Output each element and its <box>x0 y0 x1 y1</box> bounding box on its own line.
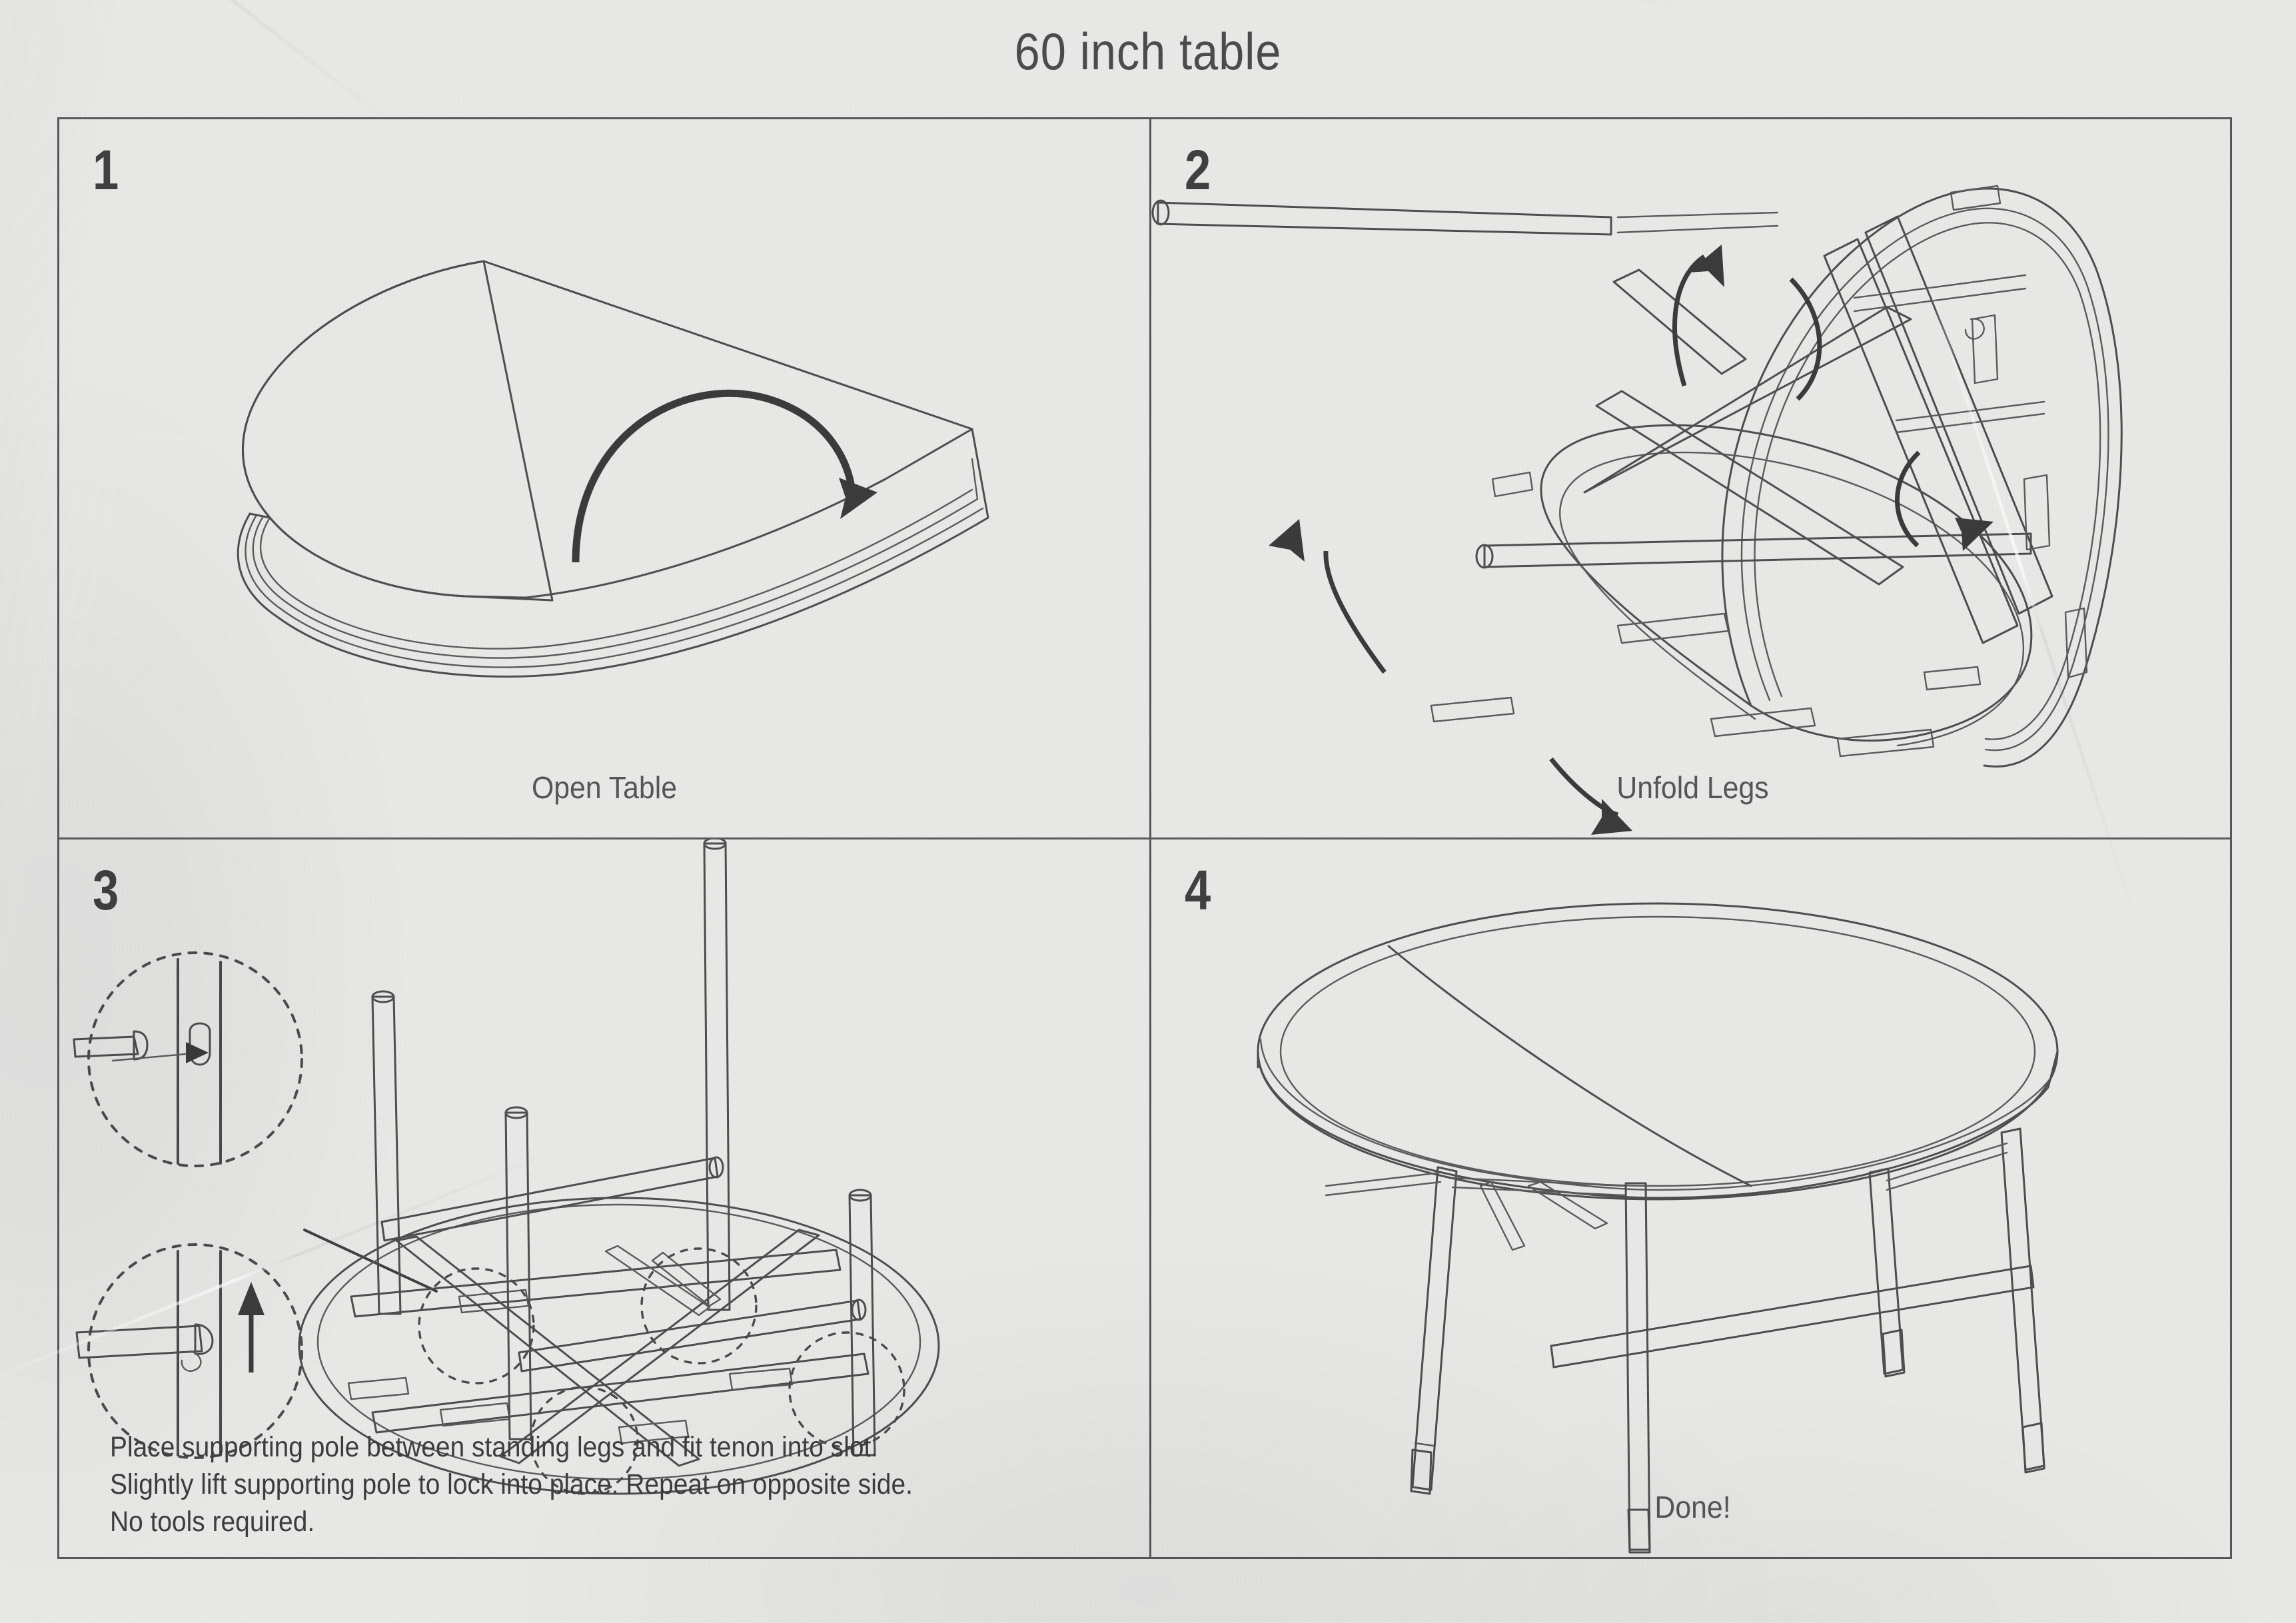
leg-frame-upper <box>1823 215 2053 644</box>
instruction-grid: 1 <box>57 117 2232 1559</box>
caption-step-4: Done! <box>1654 1490 1731 1524</box>
inverted-table-assembly <box>298 839 940 1495</box>
instructions-step-3: Place supporting pole between standing l… <box>110 1429 913 1541</box>
rotation-arrow-a <box>1672 245 1724 387</box>
panel-step-2: 2 <box>1151 119 2234 837</box>
paper-crease-2 <box>935 0 1730 13</box>
detail-tenon-into-slot <box>73 951 303 1167</box>
grid-horizontal-divider <box>59 837 2230 839</box>
panel-step-3: 3 <box>59 839 1149 1561</box>
support-pole-detached <box>1151 199 1779 236</box>
callout-marker-c <box>788 1331 905 1448</box>
table-leg-rear-right <box>1868 1167 1906 1378</box>
assembled-round-table <box>1257 902 2059 1554</box>
callout-leader-line <box>303 1229 438 1293</box>
step-number-3: 3 <box>93 859 119 921</box>
page-title: 60 inch table <box>1014 22 1282 81</box>
step-number-4: 4 <box>1185 859 1211 921</box>
rotation-arrow-e <box>1549 757 1632 835</box>
illustration-unfold-legs <box>1151 185 2123 835</box>
detail-lift-to-lock <box>75 1243 303 1459</box>
leg-front-left <box>504 1106 532 1440</box>
caption-step-2: Unfold Legs <box>1616 770 1769 805</box>
instruction-line-1: Place supporting pole between standing l… <box>110 1431 879 1464</box>
tabletop-iso <box>59 119 1149 837</box>
callout-marker-a <box>418 1267 535 1384</box>
leg-rear-left <box>371 990 402 1315</box>
leg-front-right <box>848 1189 876 1456</box>
supporting-pole-rear <box>380 1156 724 1242</box>
callout-marker-b <box>640 1247 758 1364</box>
table-leg-front-left <box>1410 1166 1458 1495</box>
illustration-done <box>1257 902 2059 1554</box>
caption-step-1: Open Table <box>531 770 678 805</box>
rotation-arrow-d <box>1269 519 1387 674</box>
callout-marker-d <box>530 1386 639 1495</box>
table-leg-front-center <box>1624 1182 1651 1554</box>
unfold-arrow <box>572 390 877 563</box>
rotation-arrow-b <box>1789 277 1822 401</box>
step-number-1: 1 <box>93 139 119 201</box>
leg-frame-mid <box>1583 269 1912 586</box>
panel-step-4: 4 <box>1151 839 2234 1561</box>
leg-rear-right <box>703 839 731 1311</box>
instruction-line-2: Slightly lift supporting pole to lock in… <box>110 1468 913 1501</box>
panel-step-1: 1 <box>59 119 1149 837</box>
step-number-2: 2 <box>1185 139 1211 201</box>
illustration-open-table <box>59 119 1149 837</box>
table-leg-far-right <box>2000 1127 2045 1474</box>
instruction-line-3: No tools required. <box>110 1506 315 1538</box>
